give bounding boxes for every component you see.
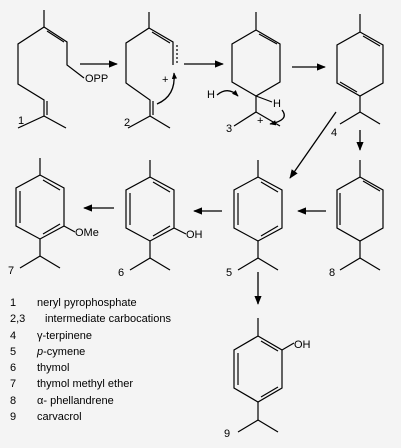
plus-charge-3: + xyxy=(257,115,263,127)
legend-compound-name: thymol methyl ether xyxy=(37,378,133,391)
compound-legend: 1 neryl pyrophosphate 2,3 intermediate carb… xyxy=(10,295,171,425)
compound-4-gamma-terpinene: 4 xyxy=(331,14,384,139)
compound-9-carvacrol: OH 9 xyxy=(224,318,311,440)
legend-number: 5 xyxy=(10,345,17,358)
legend-row: 6 thymol xyxy=(10,360,171,376)
legend-compound-name: neryl pyrophosphate xyxy=(37,297,137,309)
compound-3-carbocation: H H + 3 xyxy=(207,12,285,135)
compound-number-2: 2 xyxy=(124,117,130,129)
compound-8-alpha-phellandrene: 8 xyxy=(329,160,384,279)
legend-row: 2,3 intermediate carbocations xyxy=(10,311,171,327)
opp-label: OPP xyxy=(85,73,108,85)
compound-number-3: 3 xyxy=(226,123,232,135)
legend-compound-name: carvacrol xyxy=(37,411,82,424)
electron-arrow-2 xyxy=(156,72,178,105)
legend-row: 7 thymol methyl ether xyxy=(10,376,171,392)
oh-label-carvacrol: OH xyxy=(294,339,311,351)
ome-label: OMe xyxy=(75,227,99,239)
legend-number: 9 xyxy=(10,411,17,424)
legend-compound-name: thymol xyxy=(37,362,70,375)
legend-row: 9 carvacrol xyxy=(10,409,171,425)
compound-number-8: 8 xyxy=(329,267,335,279)
electron-arrow-3b xyxy=(269,109,285,126)
compound-number-7: 7 xyxy=(8,265,14,277)
legend-number: 1 xyxy=(10,297,17,309)
electron-arrow-3a xyxy=(216,90,239,97)
oh-label-thymol: OH xyxy=(186,229,203,241)
legend-number: 2,3 xyxy=(10,313,26,326)
compound-number-9: 9 xyxy=(224,428,230,440)
h-label-left: H xyxy=(207,89,215,101)
compound-5-p-cymene: 5 xyxy=(226,160,283,279)
compound-number-6: 6 xyxy=(118,267,124,279)
legend-number: 4 xyxy=(10,329,17,342)
legend-compound-name: α- phellandrene xyxy=(37,394,114,407)
legend-row: 1 neryl pyrophosphate xyxy=(10,295,171,311)
legend-row: 4 γ-terpinene xyxy=(10,328,171,344)
legend-row: 8 α- phellandrene xyxy=(10,393,171,409)
compound-number-5: 5 xyxy=(226,267,232,279)
compound-number-1: 1 xyxy=(18,115,24,127)
arrow-4-to-5 xyxy=(289,111,337,179)
compound-7-thymol-methyl-ether: OMe 7 xyxy=(8,158,99,277)
legend-number: 8 xyxy=(10,394,17,407)
legend-number: 6 xyxy=(10,362,17,375)
compound-6-thymol: OH 6 xyxy=(118,160,203,279)
legend-row: 5 p-cymene xyxy=(10,344,171,360)
plus-charge-2: + xyxy=(162,74,168,86)
compound-1-neryl-pyrophosphate: OPP 1 xyxy=(17,10,108,129)
legend-number: 7 xyxy=(10,378,17,391)
legend-compound-name: intermediate carbocations xyxy=(45,313,171,326)
compound-2-carbocation: + 2 xyxy=(124,12,178,129)
h-label-right: H xyxy=(273,98,281,110)
legend-compound-name: p-cymene xyxy=(37,345,86,358)
compound-number-4: 4 xyxy=(331,127,337,139)
legend-compound-name: γ-terpinene xyxy=(37,329,93,342)
